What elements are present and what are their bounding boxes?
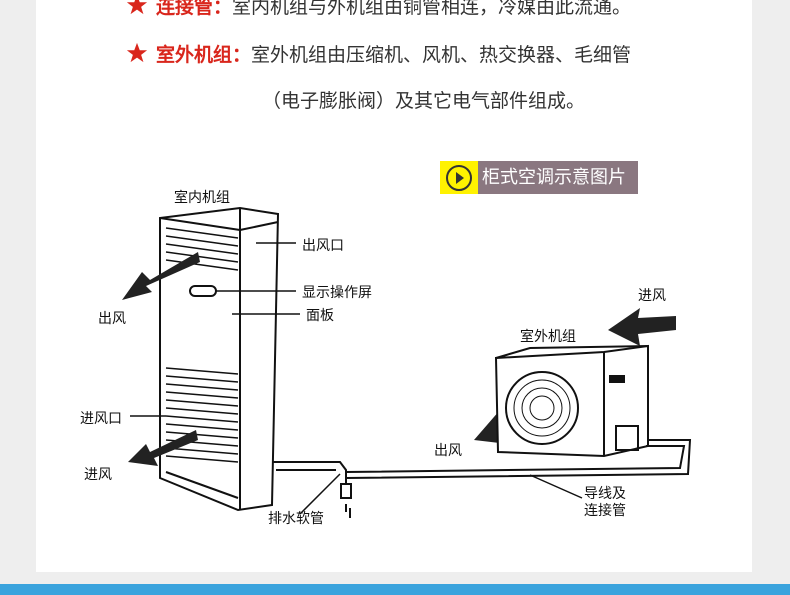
red-star-icon <box>126 0 148 15</box>
leader-lines <box>130 242 583 515</box>
diagram-caption: 柜式空调示意图片 <box>440 161 638 194</box>
intro-line-1: 连接管：室内机组与外机组由铜管相连，冷媒由此流通。 <box>126 0 631 19</box>
label-outdoor-unit: 室外机组 <box>520 329 576 345</box>
label-air-in-left: 进风 <box>84 467 112 483</box>
indoor-unit-drawing <box>159 206 280 512</box>
bottom-bar <box>0 584 790 595</box>
label-air-inlet: 进风口 <box>80 411 122 427</box>
play-circle-icon <box>440 161 478 194</box>
intro-line-3: （电子膨胀阀）及其它电气部件组成。 <box>262 90 586 112</box>
intro-line-2: 室外机组：室外机组由压缩机、风机、热交换器、毛细管 <box>126 40 631 67</box>
label-air-in-right: 进风 <box>638 288 666 304</box>
label-panel: 面板 <box>306 308 334 324</box>
label-air-out-left: 出风 <box>98 311 126 327</box>
label-display-panel: 显示操作屏 <box>302 285 372 301</box>
label-indoor-unit: 室内机组 <box>174 190 230 206</box>
connecting-pipe <box>272 439 692 518</box>
outdoor-unit-drawing <box>494 344 649 458</box>
label-wire-pipe: 导线及 连接管 <box>584 486 626 519</box>
label-air-outlet: 出风口 <box>302 238 344 254</box>
red-star-icon <box>126 42 148 63</box>
label-air-out-right: 出风 <box>434 443 462 459</box>
label-drain-hose: 排水软管 <box>268 511 324 527</box>
